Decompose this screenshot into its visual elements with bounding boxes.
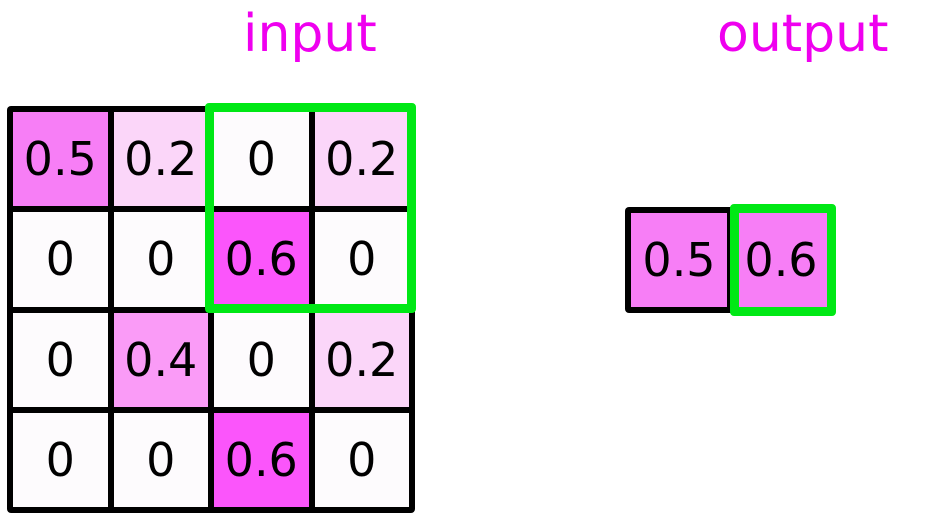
input-cell-r3c2[interactable]: 0.4: [113, 312, 208, 407]
input-matrix: 0.5 0.2 0 0.2 0 0 0.6 0 0 0.4 0 0.2 0 0 …: [7, 106, 415, 513]
output-matrix: 0.5 0.6: [625, 207, 835, 313]
input-cell-r2c3[interactable]: 0.6: [214, 212, 309, 307]
input-cell-r2c2[interactable]: 0: [113, 212, 208, 307]
input-cell-r4c3[interactable]: 0.6: [214, 412, 309, 507]
input-cell-r1c2[interactable]: 0.2: [113, 112, 208, 207]
output-cell-r1c1[interactable]: 0.5: [631, 213, 727, 307]
input-panel-label: input: [243, 4, 377, 64]
input-cell-r1c1[interactable]: 0.5: [13, 112, 108, 207]
input-cell-r4c4[interactable]: 0: [314, 412, 409, 507]
output-cell-r1c2[interactable]: 0.6: [733, 213, 829, 307]
input-cell-r2c1[interactable]: 0: [13, 212, 108, 307]
input-cell-r1c4[interactable]: 0.2: [314, 112, 409, 207]
input-cell-r4c1[interactable]: 0: [13, 412, 108, 507]
input-cell-r4c2[interactable]: 0: [113, 412, 208, 507]
input-cell-r2c4[interactable]: 0: [314, 212, 409, 307]
input-cell-r1c3[interactable]: 0: [214, 112, 309, 207]
input-cell-r3c1[interactable]: 0: [13, 312, 108, 407]
input-cell-r3c3[interactable]: 0: [214, 312, 309, 407]
output-panel-label: output: [717, 4, 889, 64]
input-cell-r3c4[interactable]: 0.2: [314, 312, 409, 407]
